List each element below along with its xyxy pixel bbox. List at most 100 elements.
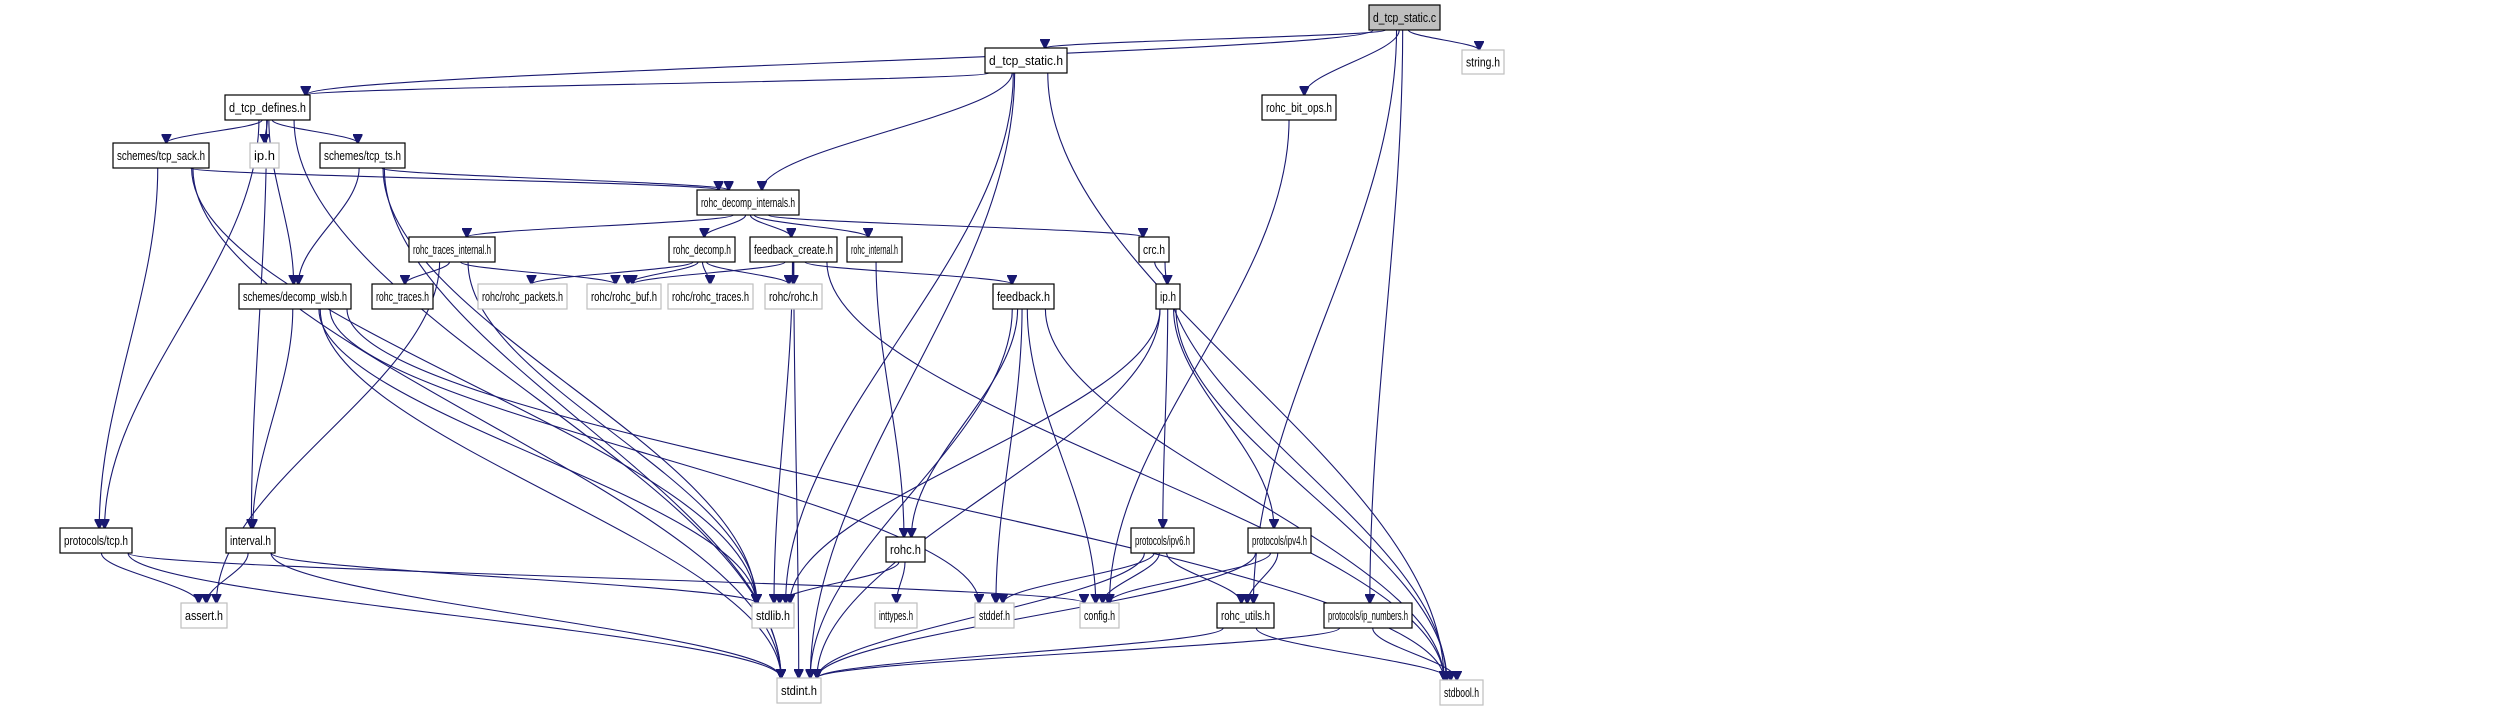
node-box	[112, 142, 210, 169]
node-interval-h[interactable]: interval.h	[225, 527, 276, 554]
node-d-tcp-defines-h[interactable]: d_tcp_defines.h	[224, 94, 311, 121]
edge-ip_numbers_h-to-stdbool_h	[1372, 627, 1457, 680]
edge-ip_h-to-stdint_h	[817, 308, 1161, 678]
edge-ipv6_h-to-rohc_utils_h	[1166, 552, 1242, 603]
edge-decomp_wlsb_h-to-stddef_h	[329, 308, 979, 603]
edge-rohc_decomp_internals_h-to-rohc_traces_internal_h	[467, 214, 734, 237]
node-d-tcp-static-h[interactable]: d_tcp_static.h	[984, 47, 1068, 74]
edge-d_tcp_defines_h-to-tcp_ts_h	[271, 119, 358, 143]
node-label: rohc_internal.h	[851, 242, 898, 257]
edge-interval_h-to-assert_h	[206, 552, 249, 603]
node-label: d_tcp_static.c	[1373, 10, 1436, 25]
edge-d_tcp_defines_h-to-tcp_h	[105, 119, 260, 528]
edge-tcp_sack_h-to-stdint_h	[192, 167, 781, 678]
node-ipv4-h[interactable]: protocols/ipv4.h	[1247, 527, 1312, 554]
node-label: rohc/rohc_traces.h	[672, 289, 749, 304]
node-d-tcp-static-c[interactable]: d_tcp_static.c	[1368, 4, 1441, 31]
node-box	[667, 283, 754, 310]
edge-ip_numbers_h-to-stdint_h	[817, 627, 1341, 678]
node-label: rohc/rohc_buf.h	[591, 289, 657, 304]
node-feedback-h[interactable]: feedback.h	[992, 283, 1055, 310]
node-label: stdbool.h	[1444, 685, 1479, 700]
edge-feedback_h-to-rohc_h	[911, 308, 1019, 537]
edge-rohc_decomp_h-to-rohc_rohc_h	[706, 261, 789, 284]
edges-layer	[99, 29, 1479, 680]
edge-feedback_h-to-stddef_h	[996, 308, 1023, 603]
node-box	[371, 283, 434, 310]
node-config-h: config.h	[1079, 602, 1120, 629]
node-rohc-packets-h: rohc/rohc_packets.h	[477, 283, 568, 310]
node-box	[974, 602, 1015, 629]
node-label: rohc/rohc.h	[769, 289, 818, 304]
node-rohc-buf-h: rohc/rohc_buf.h	[586, 283, 662, 310]
edge-ip_h-to-stdbool_h	[1175, 308, 1447, 680]
edge-d_tcp_defines_h-to-decomp_wlsb_h	[268, 119, 294, 284]
node-rohc-h[interactable]: rohc.h	[885, 536, 926, 563]
node-box	[1130, 527, 1195, 554]
edge-tcp_h-to-stdint_h	[127, 552, 781, 678]
edge-d_tcp_static_h-to-rohc_decomp_internals_h	[762, 72, 1013, 190]
node-rohc-bit-ops-h[interactable]: rohc_bit_ops.h	[1261, 94, 1337, 121]
node-rohc-utils-h[interactable]: rohc_utils.h	[1216, 602, 1275, 629]
node-box	[477, 283, 568, 310]
node-label: protocols/ip_numbers.h	[1328, 608, 1408, 623]
node-tcp-h[interactable]: protocols/tcp.h	[59, 527, 133, 554]
node-box	[1461, 49, 1505, 75]
node-rohc-decomp-internals-h[interactable]: rohc_decomp_internals.h	[696, 189, 800, 216]
edge-interval_h-to-stdlib_h	[270, 552, 756, 603]
node-box	[1247, 527, 1312, 554]
node-rohc-traces-h[interactable]: rohc_traces.h	[371, 283, 434, 310]
node-ipv6-h[interactable]: protocols/ipv6.h	[1130, 527, 1195, 554]
node-label: schemes/tcp_ts.h	[324, 148, 401, 163]
node-string-h: string.h	[1461, 49, 1505, 75]
edge-rohc_decomp_internals_h-to-feedback_create_h	[749, 214, 791, 237]
node-label: rohc_decomp.h	[673, 242, 731, 257]
node-tcp-ts-h[interactable]: schemes/tcp_ts.h	[319, 142, 406, 169]
node-box	[225, 527, 276, 554]
edge-tcp_h-to-config_h	[127, 552, 1084, 603]
edge-rohc_decomp_internals_h-to-rohc_internal_h	[753, 214, 868, 237]
node-label: stdint.h	[781, 683, 817, 698]
edge-ipv4_h-to-stdint_h	[817, 552, 1257, 678]
node-feedback-create-h[interactable]: feedback_create.h	[749, 236, 838, 263]
edge-decomp_wlsb_h-to-stdint_h	[319, 308, 781, 678]
node-decomp-wlsb-h[interactable]: schemes/decomp_wlsb.h	[238, 283, 352, 310]
node-box	[885, 536, 926, 563]
node-crc-h[interactable]: crc.h	[1138, 236, 1170, 263]
node-label: feedback_create.h	[754, 242, 833, 257]
node-rohc-traces-internal-h[interactable]: rohc_traces_internal.h	[408, 236, 496, 263]
node-label: stdlib.h	[756, 608, 790, 623]
edge-rohc_decomp_internals_h-to-crc_h	[767, 214, 1143, 237]
node-box	[180, 602, 228, 629]
node-box	[238, 283, 352, 310]
node-box	[1439, 679, 1484, 706]
node-label: protocols/ipv4.h	[1252, 533, 1307, 548]
edge-ip_h-to-ipv4_h	[1173, 308, 1274, 528]
edge-rohc_internal_h-to-rohc_h	[875, 261, 904, 537]
node-label: string.h	[1466, 55, 1500, 70]
node-label: assert.h	[185, 608, 223, 623]
edge-rohc_decomp_h-to-rohc_buf_h	[628, 261, 699, 284]
edge-rohc_h-to-stdlib_h	[780, 561, 900, 603]
node-box	[984, 47, 1068, 74]
node-tcp-sack-h[interactable]: schemes/tcp_sack.h	[112, 142, 210, 169]
edge-d_tcp_defines_h-to-interval_h	[251, 119, 268, 528]
edge-d_tcp_static_c-to-d_tcp_defines_h	[306, 29, 1374, 95]
node-rohc-internal-h[interactable]: rohc_internal.h	[846, 236, 903, 263]
edge-tcp_ts_h-to-decomp_wlsb_h	[298, 167, 360, 284]
node-label: rohc_utils.h	[1221, 608, 1270, 623]
edge-rohc_traces_internal_h-to-rohc_buf_h	[460, 261, 616, 284]
node-ip-numbers-h[interactable]: protocols/ip_numbers.h	[1323, 602, 1413, 629]
node-label: ip.h	[254, 148, 275, 163]
node-box	[224, 94, 311, 121]
node-stddef-h: stddef.h	[974, 602, 1015, 629]
node-ip-h-ext: ip.h	[249, 142, 280, 169]
node-rohc-decomp-h[interactable]: rohc_decomp.h	[668, 236, 736, 263]
node-box	[1368, 4, 1441, 31]
node-rohc-rohc-traces-h: rohc/rohc_traces.h	[667, 283, 754, 310]
edge-rohc_bit_ops_h-to-config_h	[1109, 119, 1290, 603]
node-box	[764, 283, 823, 310]
edge-decomp_wlsb_h-to-interval_h	[253, 308, 294, 528]
node-ip-h[interactable]: ip.h	[1155, 283, 1181, 310]
edge-d_tcp_static_c-to-d_tcp_static_h	[1045, 29, 1387, 48]
